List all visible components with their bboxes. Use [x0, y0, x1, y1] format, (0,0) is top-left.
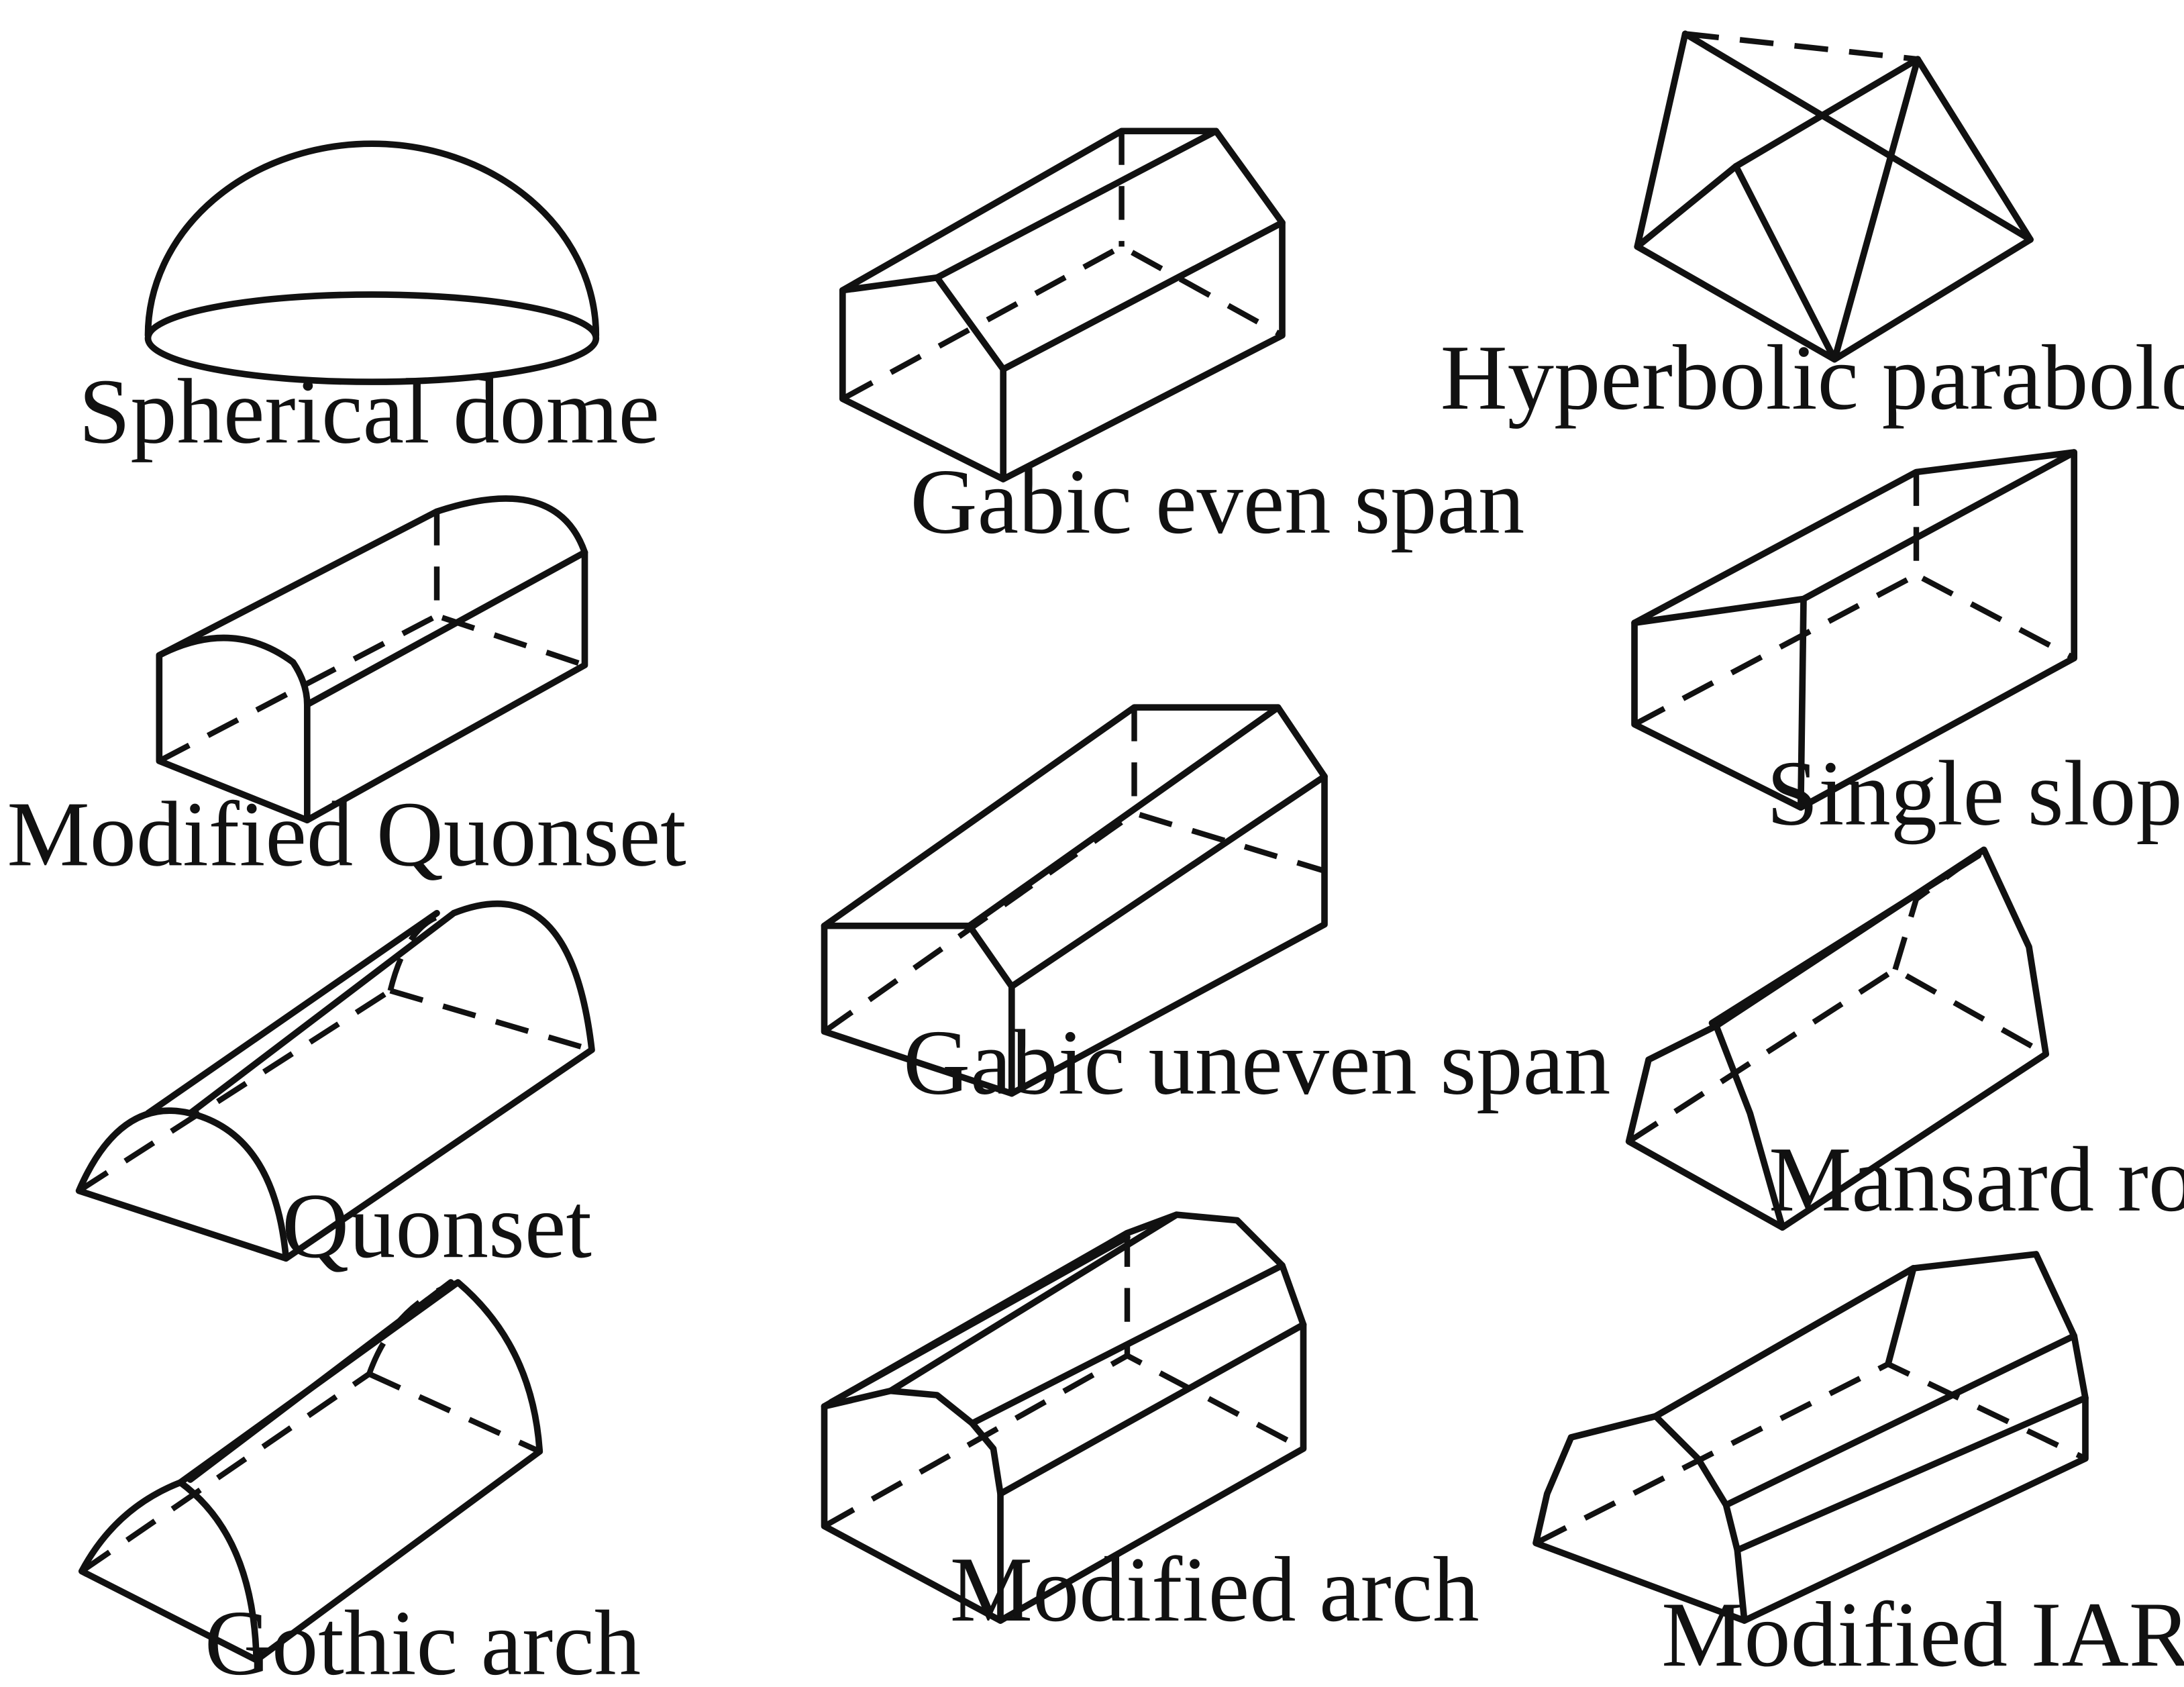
label-gothic-arch: Gothic arch: [205, 1592, 641, 1687]
label-mansard-roof: Mansard roof: [1769, 1128, 2184, 1231]
label-gabic-even-span: Gabic even span: [911, 450, 1525, 553]
label-hyperbolic-paraboloid: Hyperbolic paraboloid: [1441, 326, 2184, 429]
mansard-roof-shape: [1625, 846, 2050, 1231]
modified-quonset-shape: [156, 495, 588, 824]
single-slope-shape: [1631, 449, 2078, 811]
spherical-dome-shape: [144, 140, 600, 385]
modified-iari-shape: [1532, 1251, 2089, 1624]
label-spherical-dome: Spherical dome: [79, 360, 660, 462]
modified-arch-shape: [821, 1211, 1307, 1624]
gabic-even-span-shape: [839, 127, 1286, 482]
label-quonset: Quonset: [282, 1174, 592, 1277]
label-gabic-uneven-span: Gabic uneven span: [903, 1011, 1610, 1114]
quonset-shape: [75, 900, 595, 1262]
hyperbolic-paraboloid-shape: [1634, 30, 2034, 363]
label-single-slope: Single slope: [1767, 742, 2184, 845]
gabic-uneven-span-shape: [821, 704, 1328, 1097]
label-modified-arch: Modified arch: [950, 1538, 1479, 1641]
label-modified-iari: Modified IARI: [1661, 1583, 2184, 1686]
gothic-arch-shape: [78, 1279, 543, 1664]
label-modified-quonset: Modified Quonset: [7, 782, 686, 885]
